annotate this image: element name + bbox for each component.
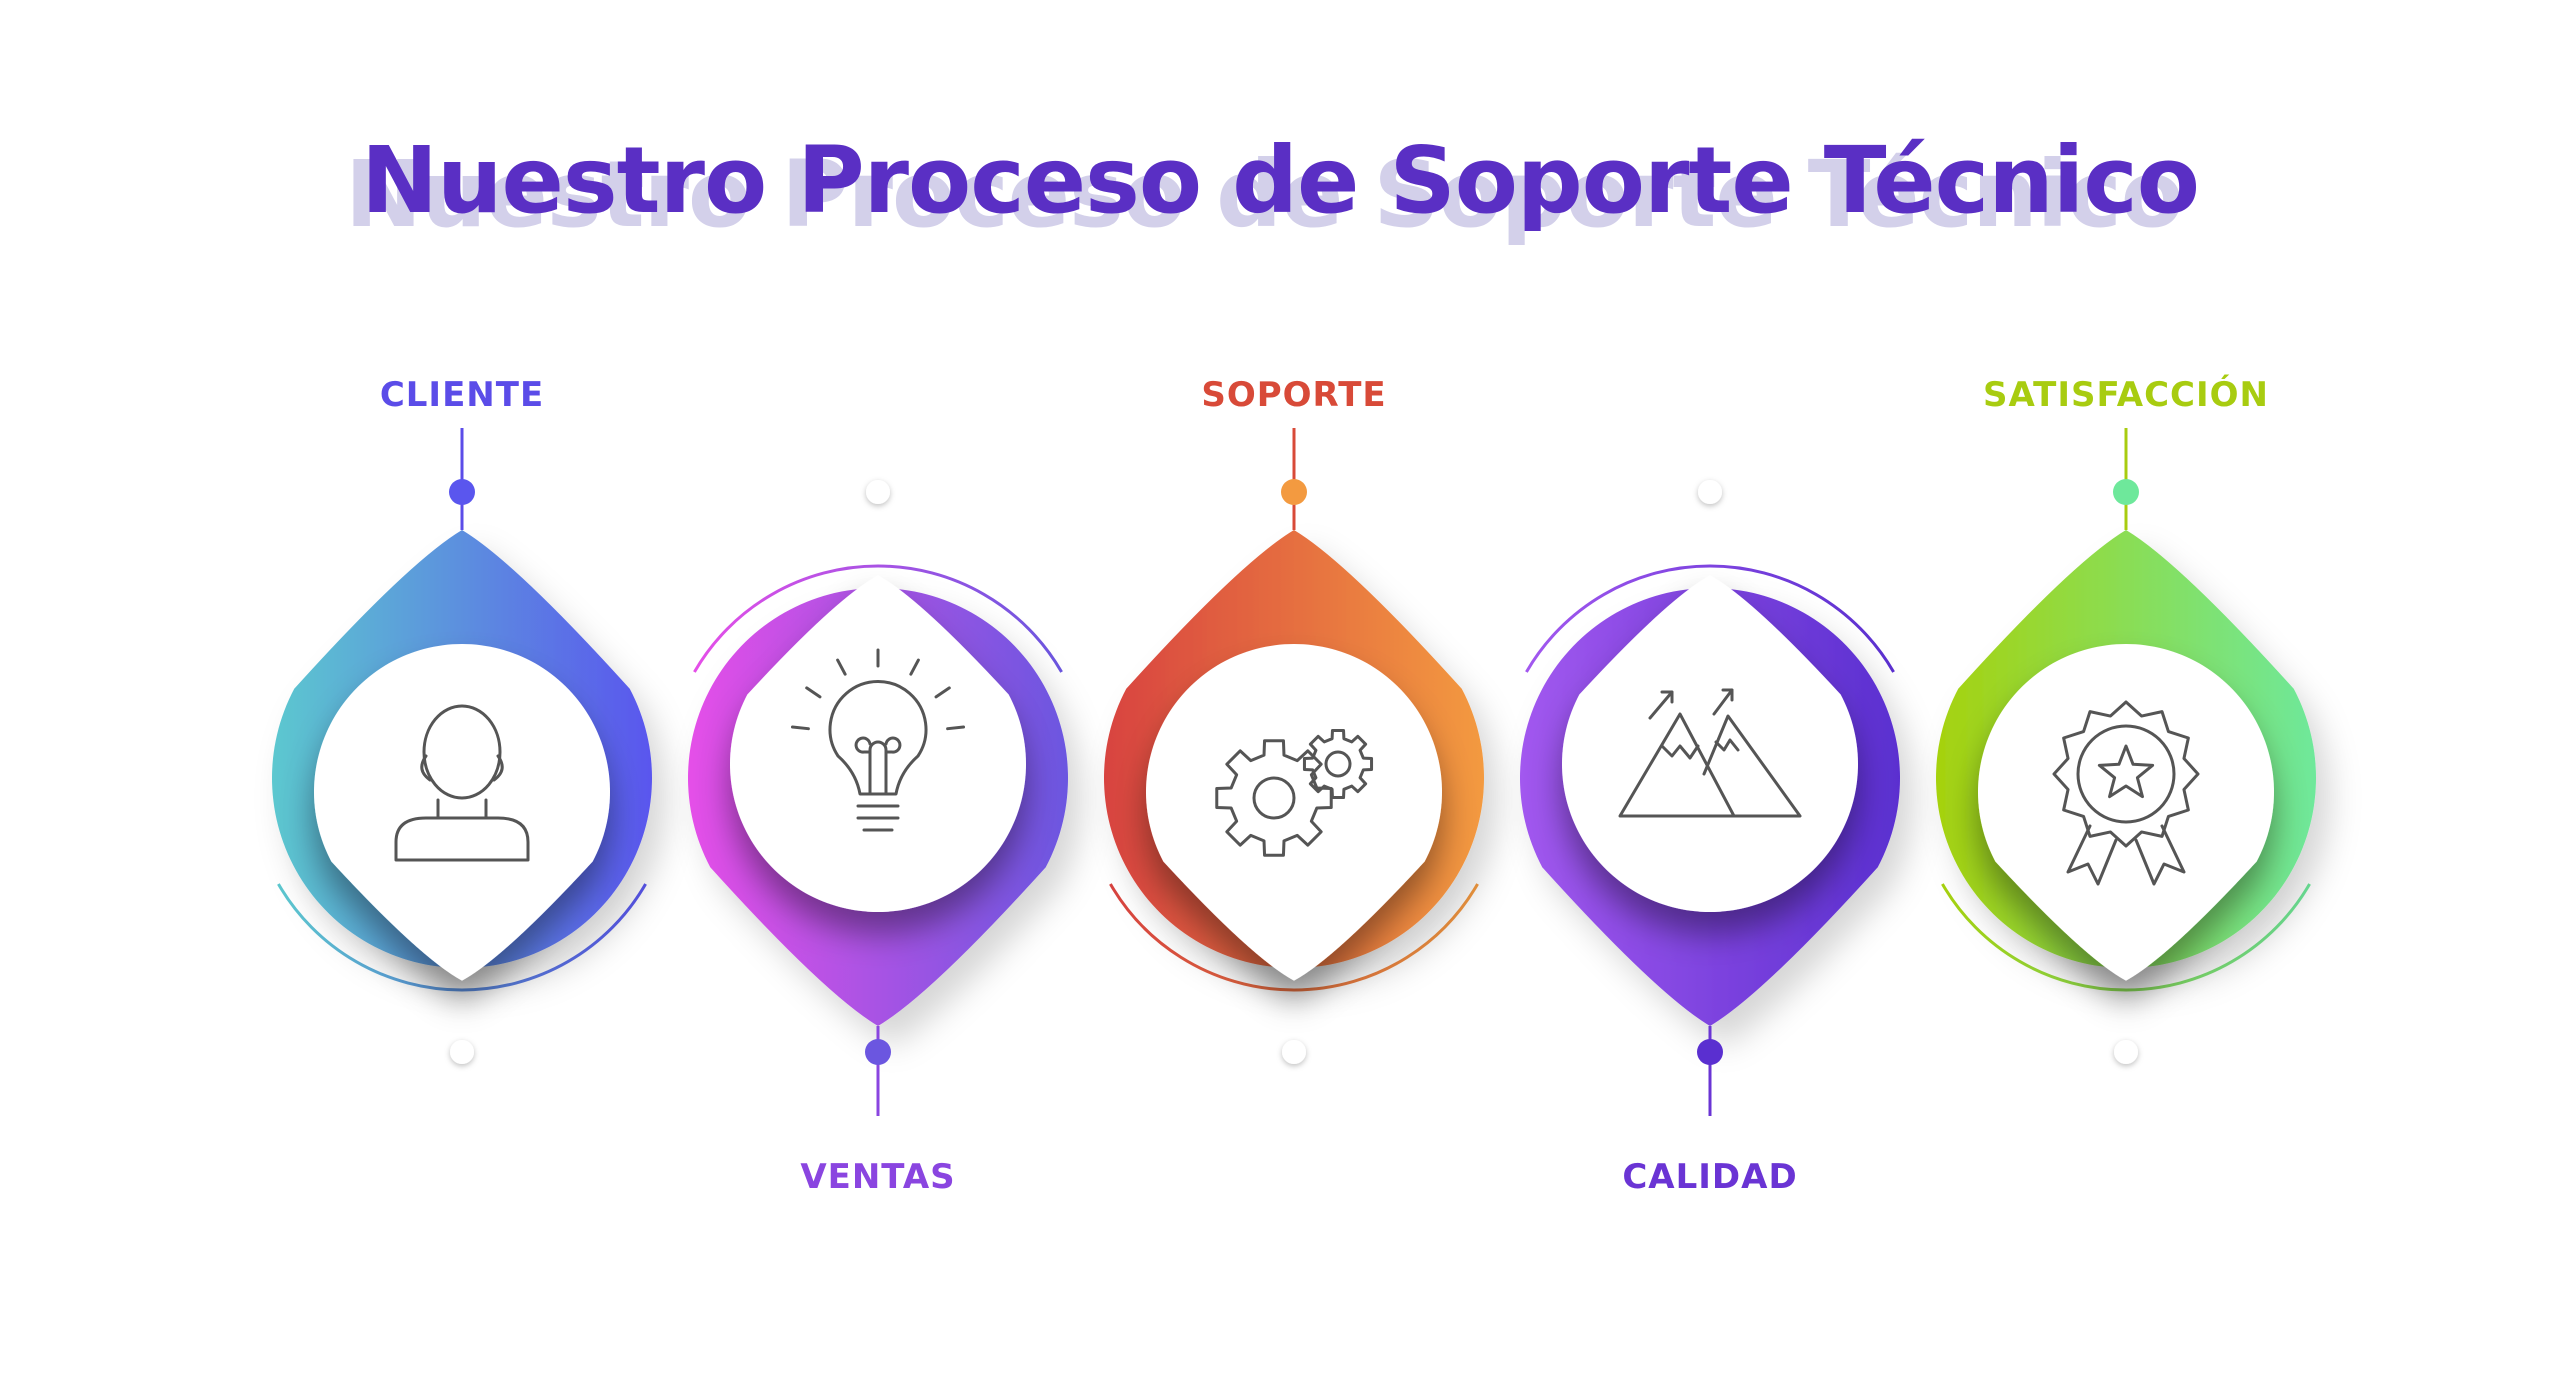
person-icon — [394, 704, 530, 862]
step-label-cliente: CLIENTE — [379, 375, 545, 415]
step-label-satisfaccin: SATISFACCIÓN — [1982, 375, 2270, 415]
connector-dot — [449, 479, 475, 505]
step-ventas — [688, 480, 1068, 1116]
decorative-arc — [1109, 883, 1479, 992]
placeholder-dot — [450, 1040, 474, 1064]
step-calidad — [1520, 480, 1900, 1116]
decorative-arc — [1525, 564, 1895, 673]
inner-white-disc — [1146, 644, 1442, 981]
step-cliente — [272, 428, 652, 1064]
step-soporte — [1104, 428, 1484, 1064]
placeholder-dot — [1698, 480, 1722, 504]
step-label-calidad: CALIDAD — [1622, 1157, 1798, 1197]
decorative-arc — [277, 883, 647, 992]
connector-dot — [1281, 479, 1307, 505]
decorative-arc — [693, 564, 1063, 673]
mountains-icon — [1618, 688, 1802, 818]
placeholder-dot — [2114, 1040, 2138, 1064]
page-title: Nuestro Proceso de Soporte Técnico — [361, 127, 2200, 234]
award-badge-icon — [2052, 700, 2200, 886]
gears-icon — [1215, 728, 1374, 857]
step-satisfaccin — [1936, 428, 2316, 1064]
connector-dot — [1697, 1039, 1723, 1065]
decorative-arc — [1941, 883, 2311, 992]
inner-white-disc — [314, 644, 611, 981]
connector-dot — [865, 1039, 891, 1065]
placeholder-dot — [1282, 1040, 1306, 1064]
placeholder-dot — [866, 480, 890, 504]
step-label-ventas: VENTAS — [800, 1157, 956, 1197]
inner-white-disc — [729, 575, 1026, 912]
connector-dot — [2113, 479, 2139, 505]
inner-white-disc — [1562, 575, 1858, 912]
lightbulb-icon — [790, 648, 966, 832]
step-label-soporte: SOPORTE — [1201, 375, 1387, 415]
inner-white-disc — [1978, 644, 2274, 981]
